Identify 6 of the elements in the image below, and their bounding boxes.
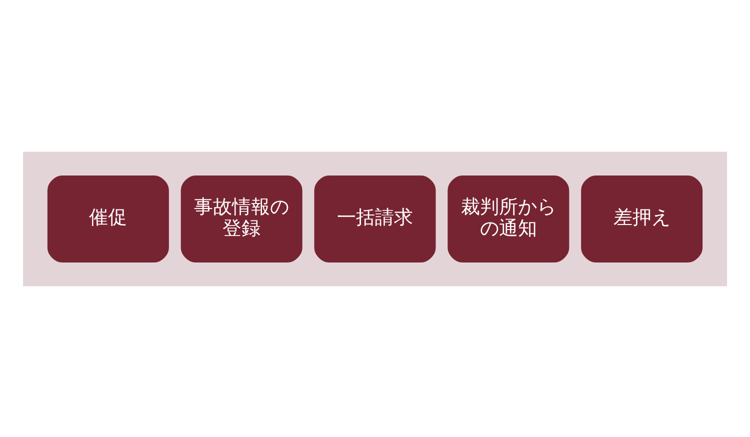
node-box: 裁判所からの通知 [448, 175, 570, 262]
node-box: 一括請求 [314, 175, 436, 262]
cluster [23, 151, 727, 286]
node-box: 催促 [47, 175, 169, 262]
node-box: 差押え [581, 175, 703, 262]
node-box: 事故情報の登録 [180, 175, 302, 262]
